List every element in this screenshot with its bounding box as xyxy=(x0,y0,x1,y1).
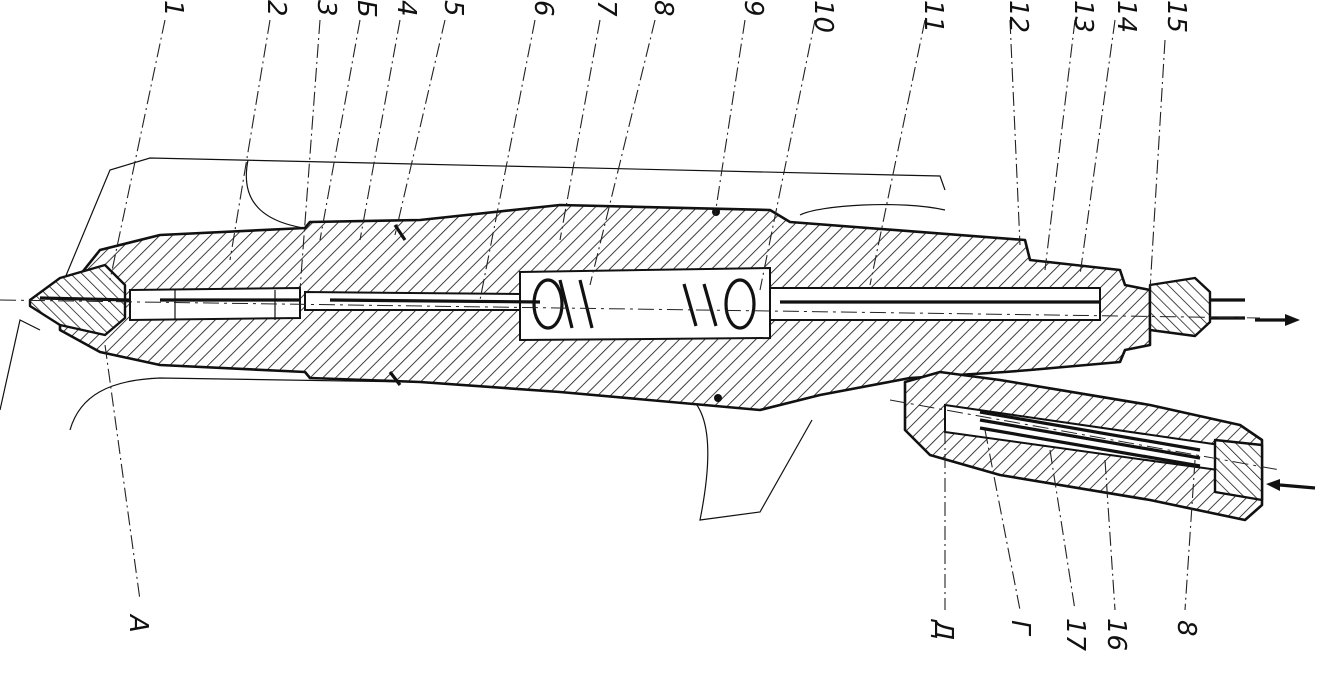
callout-12: 12 xyxy=(1003,0,1033,33)
callout-5: 5 xyxy=(438,0,468,17)
callout-16: 16 xyxy=(1101,618,1131,651)
callout-A: А xyxy=(123,613,153,633)
callout-13: 13 xyxy=(1068,0,1098,33)
callout-15: 15 xyxy=(1161,0,1191,33)
callout-17: 17 xyxy=(1060,618,1090,652)
callout-14: 14 xyxy=(1111,0,1141,33)
callout-6: 6 xyxy=(528,0,558,17)
callout-G: Г xyxy=(1005,620,1035,637)
callout-7: 7 xyxy=(591,0,621,17)
spring xyxy=(532,278,756,330)
callout-11: 11 xyxy=(918,0,948,33)
callout-D: Д xyxy=(928,619,958,640)
callout-B: Б xyxy=(351,0,381,18)
leader-lines xyxy=(104,19,1196,611)
callout-2: 2 xyxy=(261,0,291,17)
flow-arrows xyxy=(1255,314,1316,491)
callout-10: 10 xyxy=(808,0,838,33)
callout-labels: 1 2 3 Б 4 5 6 7 8 9 10 11 12 13 14 15 А … xyxy=(123,0,1201,652)
callout-9: 9 xyxy=(738,0,768,17)
callout-8-top: 8 xyxy=(648,0,678,17)
inlet-fitting xyxy=(903,370,1264,522)
callout-3: 3 xyxy=(311,0,341,17)
outlet-fitting xyxy=(1148,276,1245,338)
callout-1: 1 xyxy=(158,0,188,17)
callout-4: 4 xyxy=(391,0,421,17)
callout-8-bottom: 8 xyxy=(1171,620,1201,637)
